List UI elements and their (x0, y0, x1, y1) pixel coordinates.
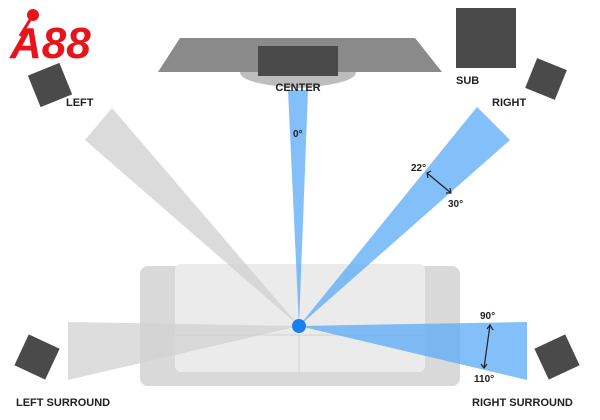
center-label: CENTER (275, 82, 320, 94)
logo-text: A88 (9, 19, 91, 68)
right-surround-label: RIGHT SURROUND (472, 397, 573, 409)
front-min-angle-label: 22° (411, 163, 426, 174)
left-label: LEFT (66, 97, 94, 109)
right-surround-speaker (534, 334, 580, 380)
front-max-angle-label: 30° (448, 199, 463, 210)
tv-unit (158, 38, 442, 88)
left-speaker-beam (85, 108, 299, 326)
surround-min-angle-label: 90° (480, 311, 495, 322)
surround-max-angle-label: 110° (474, 374, 494, 385)
sofa-seat (175, 264, 425, 372)
right-surround-beam (299, 322, 527, 380)
right-speaker-beam (299, 107, 510, 326)
left-speaker (27, 62, 73, 108)
right-label: RIGHT (492, 97, 527, 109)
left-surround-beam (68, 322, 299, 380)
left-surround-speaker (14, 334, 60, 380)
right-speaker (525, 58, 567, 100)
center-angle-label: 0° (293, 129, 303, 140)
center-beam (288, 90, 308, 326)
microphone-icon (18, 9, 39, 37)
front-angle-arrow (426, 170, 452, 194)
surround-angle-arrow (480, 323, 494, 369)
brand-logo: A88 (9, 9, 91, 68)
sub-label: SUB (456, 75, 479, 87)
listener-position (292, 319, 306, 333)
subwoofer-speaker (456, 8, 516, 68)
center-speaker (258, 46, 338, 76)
left-surround-label: LEFT SURROUND (16, 397, 110, 409)
